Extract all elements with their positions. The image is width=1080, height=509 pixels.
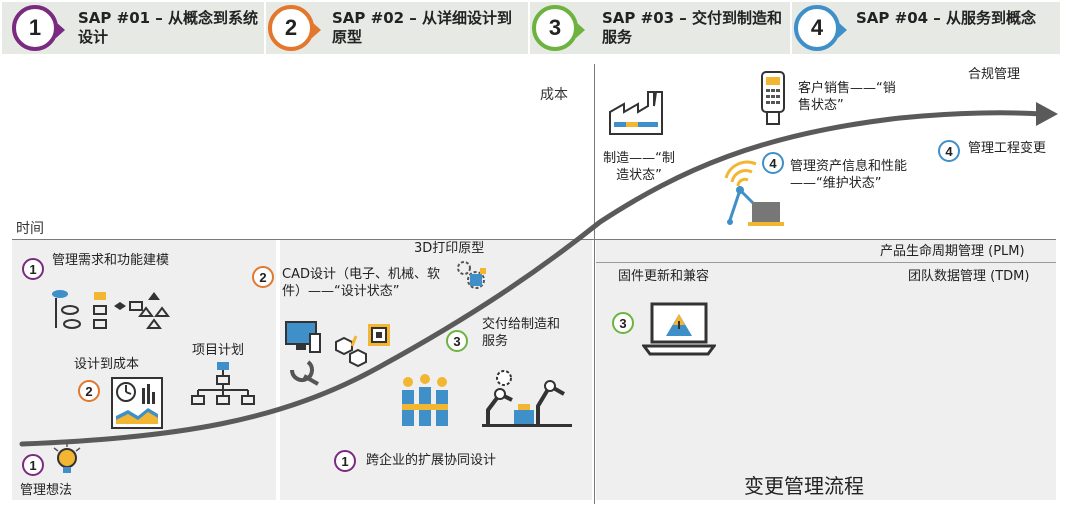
change-flow-label: 变更管理流程: [744, 474, 864, 498]
deliver-badge: 3: [446, 330, 468, 352]
pos-terminal-icon: [761, 71, 785, 125]
laptop-icon: [642, 302, 716, 356]
stage-4: 4 SAP #04 – 从服务到概念: [792, 2, 1060, 54]
project-plan-label: 项目计划: [192, 343, 245, 358]
compliance-label: 合规管理: [968, 67, 1021, 82]
modeling-diagram-icon: [52, 290, 170, 329]
design-cost-badge: 2: [78, 380, 100, 402]
lightbulb-icon: [53, 444, 81, 473]
requirements-badge: 1: [22, 258, 44, 280]
org-chart-icon: [191, 362, 255, 405]
iot-robot-icon: [724, 160, 784, 226]
chip-icon: [368, 324, 390, 346]
deliver-label: 交付给制造和服务: [482, 317, 561, 349]
stage-3-number: 3: [532, 5, 585, 51]
stage-2-number: 2: [268, 5, 321, 51]
time-axis: [12, 239, 1056, 240]
cad-tools-icon: [285, 321, 367, 386]
curve-arrowhead: [1036, 102, 1058, 126]
time-axis-label: 时间: [16, 221, 44, 237]
team-bars-icon: [402, 374, 448, 426]
eng-change-label: 管理工程变更: [968, 141, 1047, 156]
stage-2-title: SAP #02 – 从详细设计到原型: [332, 9, 513, 46]
design-cost-label: 设计到成本: [74, 357, 140, 372]
tdm-label: 团队数据管理 (TDM): [908, 269, 1030, 284]
customer-sales-label: 客户销售——“销售状态”: [798, 81, 896, 113]
collab-badge: 1: [334, 450, 356, 472]
requirements-label: 管理需求和功能建模: [52, 253, 170, 268]
stage-3: 3 SAP #03 – 交付到制造和服务: [530, 2, 790, 54]
panel-middle: [280, 240, 592, 500]
stage-4-number: 4: [794, 5, 847, 51]
cost-axis-label: 成本: [540, 87, 568, 103]
cost-axis: [594, 64, 595, 504]
stage-1-number: 1: [12, 5, 65, 51]
curve-path: [19, 110, 1045, 447]
stage-1-title: SAP #01 – 从概念到系统设计: [78, 9, 259, 46]
print3d-label: 3D打印原型: [414, 241, 485, 256]
firmware-badge: 3: [612, 312, 634, 334]
panel-right: [596, 240, 1056, 500]
manufacture-label: 制造——“制造状态”: [603, 151, 675, 183]
ideas-badge: 1: [22, 454, 44, 476]
stage-2: 2 SAP #02 – 从详细设计到原型: [266, 2, 528, 54]
stage-1: 1 SAP #01 – 从概念到系统设计: [2, 2, 264, 54]
cad-label: CAD设计（电子、机械、软件）——“设计状态”: [282, 267, 440, 299]
ideas-label: 管理想法: [20, 483, 73, 498]
asset-info-label: 管理资产信息和性能——“维护状态”: [790, 159, 908, 191]
plm-divider: [596, 262, 1056, 263]
asset-info-badge: 4: [762, 152, 784, 174]
cost-dashboard-icon: [111, 377, 163, 429]
eng-change-badge: 4: [938, 140, 960, 162]
stage-bar: 1 SAP #01 – 从概念到系统设计 2 SAP #02 – 从详细设计到原…: [0, 0, 1080, 56]
robot-arms-icon: [482, 370, 572, 427]
factory-icon: [609, 91, 663, 135]
stage-3-title: SAP #03 – 交付到制造和服务: [602, 9, 783, 46]
cad-badge: 2: [252, 266, 274, 288]
firmware-label: 固件更新和兼容: [618, 269, 710, 284]
collab-label: 跨企业的扩展协同设计: [366, 453, 497, 468]
panel-left: [12, 240, 276, 500]
plm-label: 产品生命周期管理 (PLM): [880, 244, 1025, 259]
gears-icon: [457, 261, 486, 289]
stage-4-title: SAP #04 – 从服务到概念: [856, 9, 1037, 27]
